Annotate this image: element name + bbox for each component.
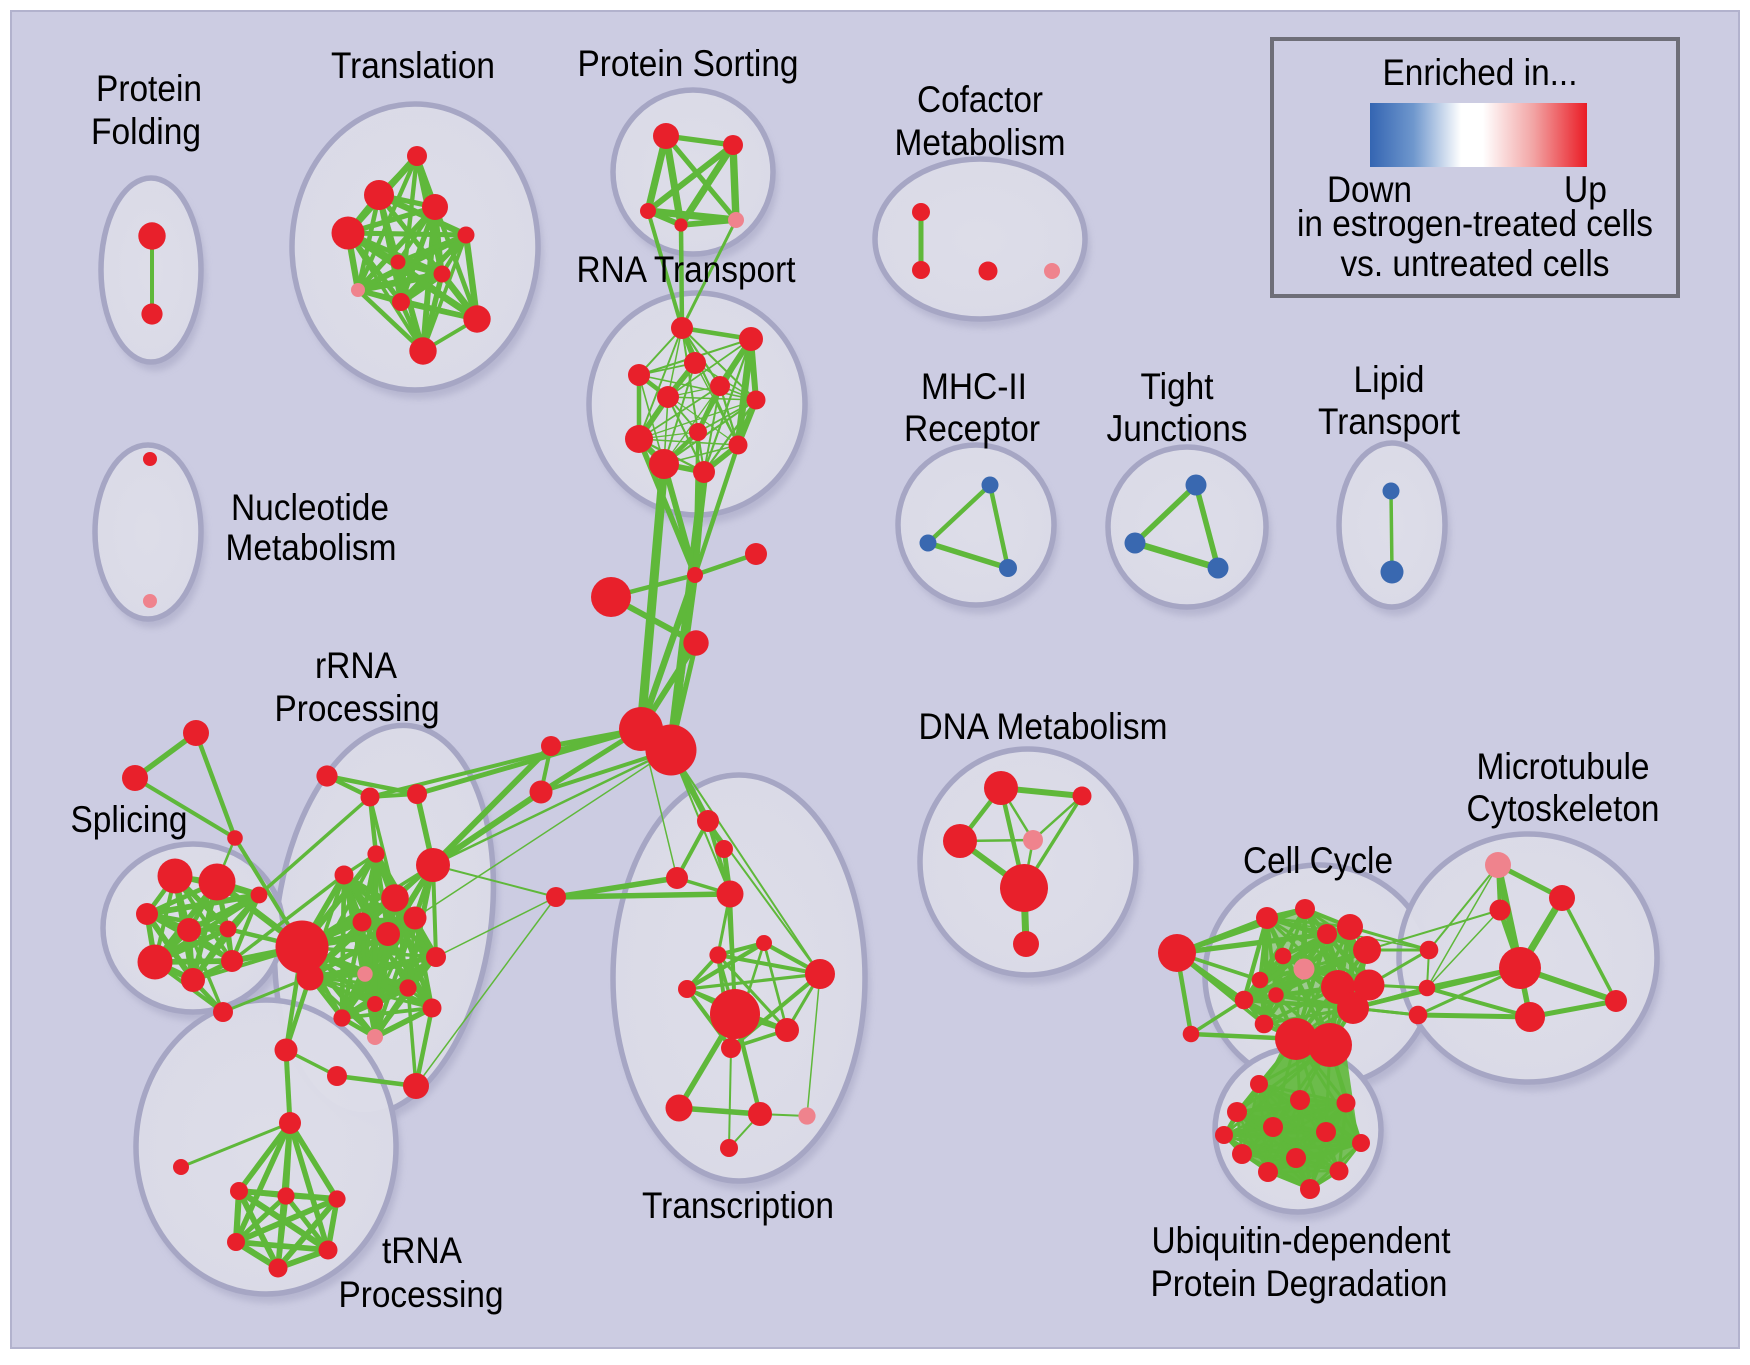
svg-text:Nucleotide: Nucleotide xyxy=(231,487,389,528)
svg-text:Lipid: Lipid xyxy=(1354,359,1425,400)
svg-text:Folding: Folding xyxy=(91,111,201,152)
svg-text:Transcription: Transcription xyxy=(642,1185,834,1226)
svg-text:Up: Up xyxy=(1564,169,1607,210)
svg-text:Receptor: Receptor xyxy=(904,408,1040,449)
svg-text:Processing: Processing xyxy=(275,688,440,729)
svg-text:Junctions: Junctions xyxy=(1107,408,1248,449)
svg-text:RNA Transport: RNA Transport xyxy=(577,249,797,290)
svg-text:Tight: Tight xyxy=(1141,366,1215,407)
svg-text:Splicing: Splicing xyxy=(71,799,188,840)
svg-text:rRNA: rRNA xyxy=(315,645,397,686)
svg-text:Microtubule: Microtubule xyxy=(1477,746,1650,787)
svg-text:in estrogen-treated cells: in estrogen-treated cells xyxy=(1297,203,1653,244)
svg-text:Protein: Protein xyxy=(96,68,202,109)
svg-text:Cell Cycle: Cell Cycle xyxy=(1243,840,1393,881)
svg-text:Metabolism: Metabolism xyxy=(226,527,397,568)
svg-text:Protein Degradation: Protein Degradation xyxy=(1151,1263,1448,1304)
svg-text:MHC-II: MHC-II xyxy=(921,366,1027,407)
svg-text:DNA Metabolism: DNA Metabolism xyxy=(919,706,1168,747)
svg-text:vs. untreated cells: vs. untreated cells xyxy=(1341,243,1610,284)
svg-text:Enriched in...: Enriched in... xyxy=(1383,52,1578,93)
svg-text:Metabolism: Metabolism xyxy=(895,122,1066,163)
svg-text:tRNA: tRNA xyxy=(382,1230,462,1271)
svg-text:Cytoskeleton: Cytoskeleton xyxy=(1467,788,1660,829)
svg-text:Protein Sorting: Protein Sorting xyxy=(578,43,799,84)
svg-text:Cofactor: Cofactor xyxy=(917,79,1043,120)
svg-text:Processing: Processing xyxy=(339,1274,504,1315)
svg-text:Transport: Transport xyxy=(1318,401,1461,442)
svg-text:Ubiquitin-dependent: Ubiquitin-dependent xyxy=(1152,1220,1452,1261)
svg-text:Translation: Translation xyxy=(331,45,495,86)
svg-text:Down: Down xyxy=(1327,169,1412,210)
